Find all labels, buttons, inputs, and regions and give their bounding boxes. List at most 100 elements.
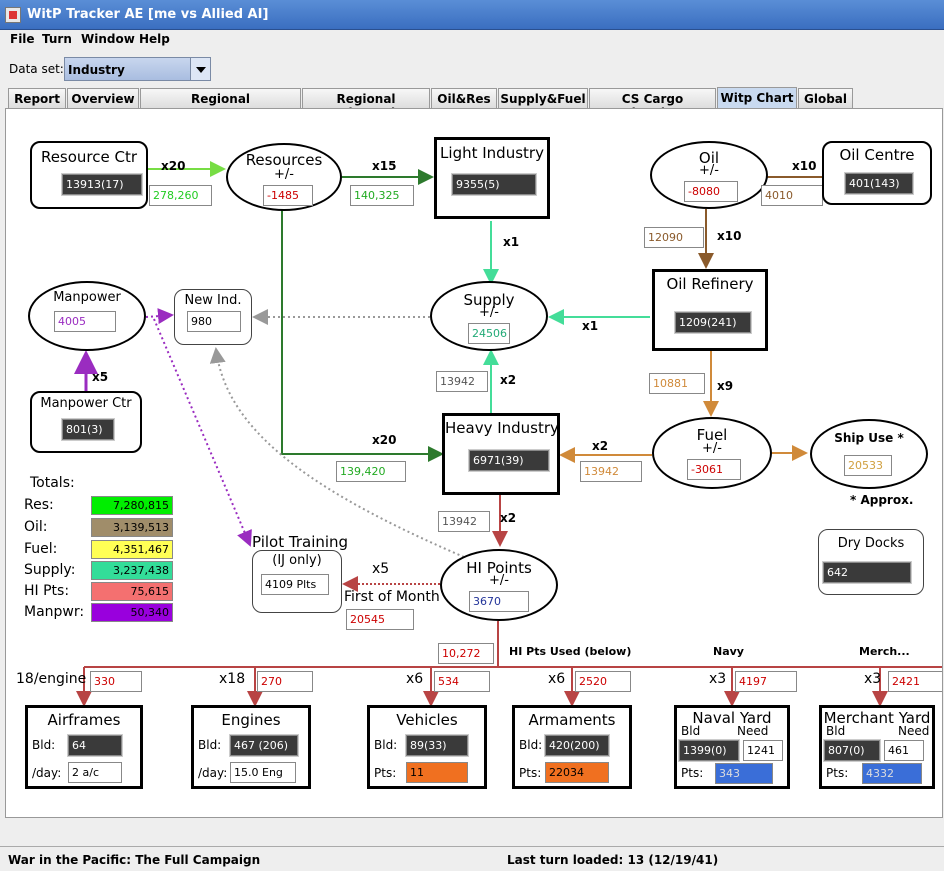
tab-regional-fcty-resources[interactable]: Regional Fcty/Resources (140, 88, 301, 120)
naval-yard-mult: x3 (709, 671, 727, 687)
tab-global[interactable]: Global (798, 88, 853, 109)
manpower-title: Manpower (53, 290, 121, 305)
manpower-node: Manpower 4005 (28, 281, 146, 351)
vehicles-bld-label: Bld: (374, 738, 398, 752)
resources-title: Resources (245, 151, 323, 169)
totals-manpwr-label: Manpwr: (24, 604, 85, 620)
merchant-yard-pts-label: Pts: (826, 766, 849, 780)
tab-oil-res[interactable]: Oil&Res (431, 88, 497, 109)
airframes-flow: 330 (90, 671, 142, 692)
hi-used-value: 10,272 (438, 643, 494, 664)
totals-hipts-value: 75,615 (91, 582, 173, 601)
tab-overview[interactable]: Overview (67, 88, 139, 109)
vehicles-mult: x6 (406, 671, 424, 687)
hi-used-label: HI Pts Used (below) (509, 645, 632, 658)
heavy-supply-mult: x2 (500, 373, 517, 387)
totals-res-value: 7,280,815 (91, 496, 173, 515)
menu-window[interactable]: Window (81, 32, 135, 46)
ship-use-node: Ship Use * 20533 (810, 419, 928, 489)
dataset-select[interactable]: Industry (64, 57, 211, 81)
tab-supply-fuel[interactable]: Supply&Fuel (498, 88, 588, 109)
oil-node: Oil +/- -8080 (650, 141, 768, 209)
tab-cs-cargo-planning[interactable]: CS Cargo Planning (589, 88, 716, 120)
engines-flow: 270 (257, 671, 313, 692)
tab-strip: Report Overview Regional Fcty/Resources … (0, 87, 944, 120)
oil-centre-value: 401(143) (844, 172, 914, 195)
tab-regional-ind-repair[interactable]: Regional Ind/Repair (302, 88, 430, 120)
light-industry-value: 9355(5) (451, 173, 537, 196)
engines-node: Engines Bld: 467 (206) /day: 15.0 Eng (191, 705, 311, 789)
fuel-pm: +/- (702, 441, 722, 456)
oil-ref-mult: x10 (717, 229, 742, 243)
totals-supply-value: 3,237,438 (91, 561, 173, 580)
naval-yard-node: Naval Yard Bld Need 1399(0) 1241 Pts: 34… (674, 705, 790, 789)
dataset-value: Industry (68, 63, 125, 77)
vehicles-bld-value: 89(33) (405, 734, 469, 757)
merchant-yard-flow: 2421 (888, 671, 942, 692)
totals-manpwr-value: 50,340 (91, 603, 173, 622)
merchant-yard-pts-value: 4332 (862, 763, 922, 784)
new-ind-node: New Ind. 980 (174, 289, 252, 345)
status-game: War in the Pacific: The Full Campaign (8, 853, 261, 867)
window-title: WitP Tracker AE [me vs Allied AI] (27, 7, 269, 22)
naval-yard-pts-label: Pts: (681, 766, 704, 780)
airframes-bld-label: Bld: (32, 738, 56, 752)
oil-centre-node: Oil Centre 401(143) (822, 141, 932, 205)
app-icon (5, 7, 21, 23)
armaments-bld-label: Bld: (519, 738, 543, 752)
window-titlebar: WitP Tracker AE [me vs Allied AI] (0, 0, 944, 30)
menu-help[interactable]: Help (139, 32, 170, 46)
vehicles-flow: 534 (434, 671, 490, 692)
tab-witp-chart[interactable]: Witp Chart (717, 87, 797, 109)
supply-title: Supply (463, 291, 515, 309)
menu-file[interactable]: File (10, 32, 35, 46)
airframes-mult: 18/engine (16, 671, 87, 687)
engines-title: Engines (221, 711, 281, 729)
heavy-hi-flow: 13942 (438, 511, 490, 532)
oil-refinery-title: Oil Refinery (666, 275, 754, 293)
light-supply-mult: x1 (503, 235, 520, 249)
fuel-title: Fuel (696, 426, 728, 444)
light-industry-node: Light Industry 9355(5) (434, 137, 550, 219)
resources-node: Resources +/- -1485 (226, 143, 342, 211)
armaments-title: Armaments (528, 711, 616, 729)
totals-res-label: Res: (24, 497, 54, 513)
oil-refinery-value: 1209(241) (674, 311, 752, 334)
res-ctr-mult: x20 (161, 159, 186, 173)
fuel-heavy-mult: x2 (592, 439, 609, 453)
fuel-node: Fuel +/- -3061 (652, 417, 772, 489)
armaments-node: Armaments Bld: 420(200) Pts: 22034 (512, 705, 632, 789)
heavy-industry-node: Heavy Industry 6971(39) (442, 413, 560, 495)
mp-ctr-mult: x5 (92, 370, 109, 384)
oil-value: -8080 (684, 181, 738, 202)
oil-ref-flow: 12090 (644, 227, 704, 248)
supply-value: 24506 (468, 323, 510, 344)
light-industry-title: Light Industry (440, 144, 544, 162)
heavy-industry-title: Heavy Industry (445, 419, 559, 437)
menu-turn[interactable]: Turn (42, 32, 72, 46)
merchant-yard-need-label: Need (898, 724, 930, 738)
armaments-bld-value: 420(200) (544, 734, 610, 757)
resource-ctr-node: Resource Ctr 13913(17) (30, 141, 148, 209)
dry-docks-value: 642 (822, 561, 912, 584)
vehicles-pts-label: Pts: (374, 766, 397, 780)
naval-yard-flow: 4197 (735, 671, 797, 692)
tab-report[interactable]: Report (8, 88, 66, 109)
merchant-yard-bld-label: Bld (826, 724, 846, 738)
naval-yard-title: Naval Yard (692, 709, 772, 727)
chevron-down-icon[interactable] (190, 58, 210, 80)
heavy-hi-mult: x2 (500, 511, 517, 525)
engines-bld-label: Bld: (198, 738, 222, 752)
oil-pm: +/- (699, 163, 719, 178)
status-last-turn: Last turn loaded: 13 (12/19/41) (507, 853, 719, 867)
hi-points-title: HI Points (466, 559, 532, 577)
manpower-value: 4005 (54, 311, 116, 332)
first-of-month-value: 20545 (346, 609, 414, 630)
oil-centre-title: Oil Centre (839, 146, 915, 164)
hi-points-pm: +/- (489, 573, 509, 588)
naval-yard-pts-value: 343 (715, 763, 773, 784)
ref-supply-mult: x1 (582, 319, 599, 333)
status-bar: War in the Pacific: The Full Campaign La… (0, 846, 944, 871)
totals-hipts-label: HI Pts: (24, 583, 70, 599)
menu-bar: File Turn Window Help (0, 30, 944, 50)
